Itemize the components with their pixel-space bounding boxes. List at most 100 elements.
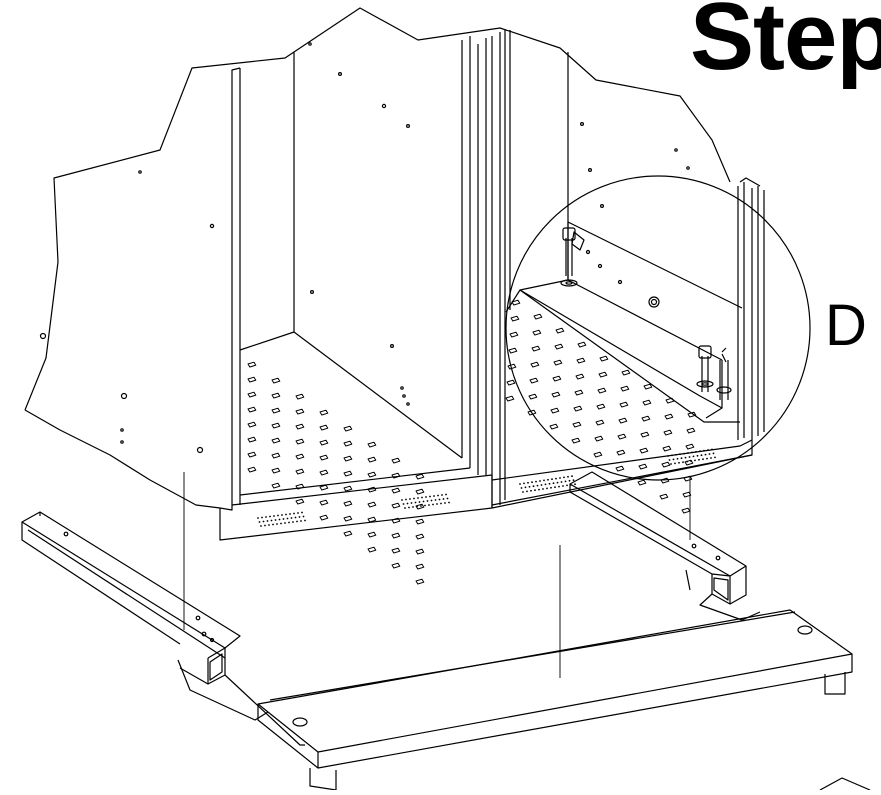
vent-hole [683,452,685,455]
floor-perforation [392,518,400,523]
vent-hole [264,524,266,527]
floor-perforation [392,533,400,538]
floor-perforation [642,416,650,421]
floor-perforation [320,500,328,505]
vent-hole [672,458,675,461]
floor-perforation [248,467,256,472]
vent-hole [520,487,523,489]
vent-hole [294,516,297,519]
floor-perforation [662,462,670,467]
vent-hole [260,525,262,527]
floor-perforation [660,494,668,499]
vent-hole [410,502,413,504]
vent-hole [678,461,680,464]
floor-perforation [272,438,280,443]
floor-perforation [552,392,560,397]
vent-hole [690,460,692,462]
floor-perforation [368,472,376,477]
vent-hole [302,515,305,518]
vent-hole [555,477,557,480]
floor-perforation [296,469,304,474]
vent-hole [519,483,521,485]
floor-perforation [683,492,691,497]
vent-hole [296,520,298,523]
vent-hole [531,481,533,484]
vent-hole [688,456,691,458]
vent-hole [522,491,524,493]
floor-perforation [368,502,376,507]
vent-hole [676,457,679,460]
vent-hole [438,498,441,501]
floor-perforation [509,348,517,353]
floor-perforation [320,485,328,490]
floor-perforation [553,376,561,381]
vent-hole [266,520,269,522]
detail-callout-label: D [825,293,867,358]
floor-perforation [344,456,352,461]
vent-hole [560,481,563,483]
floor-perforation [416,549,424,554]
vent-hole [301,511,303,514]
floor-perforation [392,488,400,493]
floor-perforation [595,436,603,441]
floor-perforation [508,364,516,369]
vent-hole [290,517,293,519]
floor-perforation [554,360,562,365]
floor-perforation [368,442,376,447]
floor-perforation [344,531,352,536]
vent-grille-right-1 [519,475,576,493]
detail-circle [506,176,810,480]
vent-hole [546,487,548,490]
vent-hole [409,498,411,500]
vent-hole [551,478,553,481]
floor-perforation [511,316,519,321]
perforated-floor-right [506,300,696,513]
floor-perforation [392,458,400,463]
floor-perforation [577,358,585,363]
floor-perforation [344,516,352,521]
vent-hole [562,485,564,487]
vent-hole [563,476,565,479]
vent-hole [436,503,438,505]
vent-hole [704,453,707,456]
vent-hole [417,497,419,499]
floor-perforation [272,468,280,473]
cabinet-body [25,8,764,540]
floor-perforation [575,390,583,395]
vent-hole [550,486,552,489]
floor-perforation [663,446,671,451]
vent-hole [286,517,289,520]
vent-hole [527,481,529,484]
vent-hole [432,503,434,506]
vent-hole [293,512,295,515]
vent-hole [679,453,681,456]
vent-hole [528,485,531,488]
floor-perforation [320,470,328,475]
vent-hole [556,481,559,484]
floor-perforation [368,532,376,537]
floor-perforation [320,515,328,520]
vent-hole [265,516,267,518]
vent-hole [523,482,525,485]
floor-perforation [597,404,605,409]
floor-perforation [661,478,669,483]
vent-hole [297,512,299,514]
floor-perforation [574,406,582,411]
floor-perforation [248,392,256,397]
floor-perforation [688,412,696,417]
vent-grille-right-2 [667,448,716,465]
vent-hole [547,478,549,481]
vent-hole [675,453,677,456]
vent-hole [257,517,259,519]
vent-hole [539,480,541,482]
vent-hole [694,459,696,462]
vent-hole [532,485,535,488]
vent-hole [540,484,543,486]
vent-hole [543,479,545,482]
floor-perforation [392,473,400,478]
perforated-floor-left [248,362,424,584]
vent-hole [446,497,449,500]
floor-perforation [643,400,651,405]
vent-hole [288,521,290,524]
vent-hole [699,450,701,453]
